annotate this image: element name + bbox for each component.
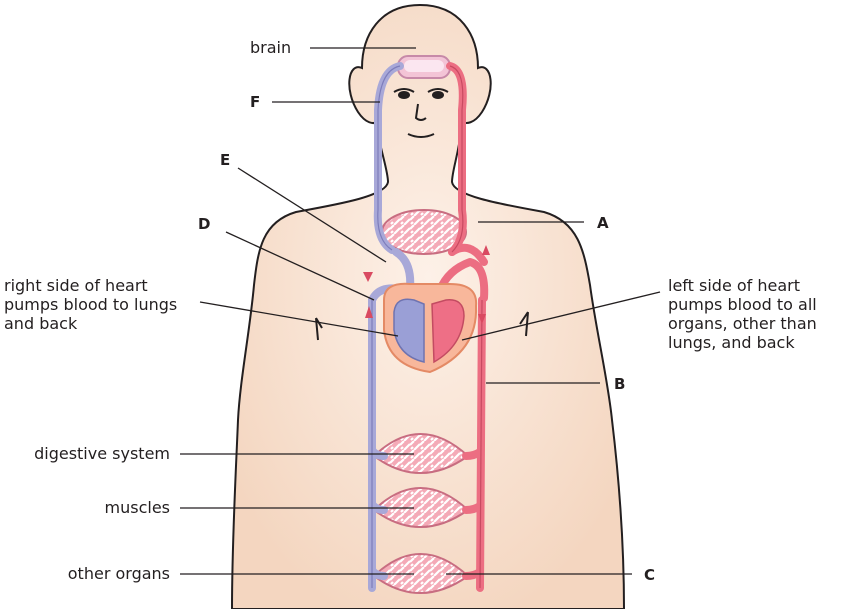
label-muscles: muscles xyxy=(104,498,170,517)
heart xyxy=(383,282,478,374)
flow-arrows xyxy=(363,245,490,324)
left-heart xyxy=(431,299,465,364)
right-heart xyxy=(393,298,425,363)
label-c: C xyxy=(644,566,656,584)
label-e: E xyxy=(220,151,231,169)
label-a: A xyxy=(597,214,609,232)
label-b: B xyxy=(614,375,626,393)
leader-lines xyxy=(180,47,661,575)
face xyxy=(393,88,449,138)
label-digestive-system: digestive system xyxy=(34,444,170,463)
label-brain: brain xyxy=(250,38,292,57)
label-d: D xyxy=(198,215,211,233)
label-right-heart: right side of heart pumps blood to lungs… xyxy=(4,276,178,333)
label-other-organs: other organs xyxy=(67,564,170,583)
label-left-heart: left side of heart pumps blood to all or… xyxy=(668,276,817,352)
label-f: F xyxy=(250,93,261,111)
